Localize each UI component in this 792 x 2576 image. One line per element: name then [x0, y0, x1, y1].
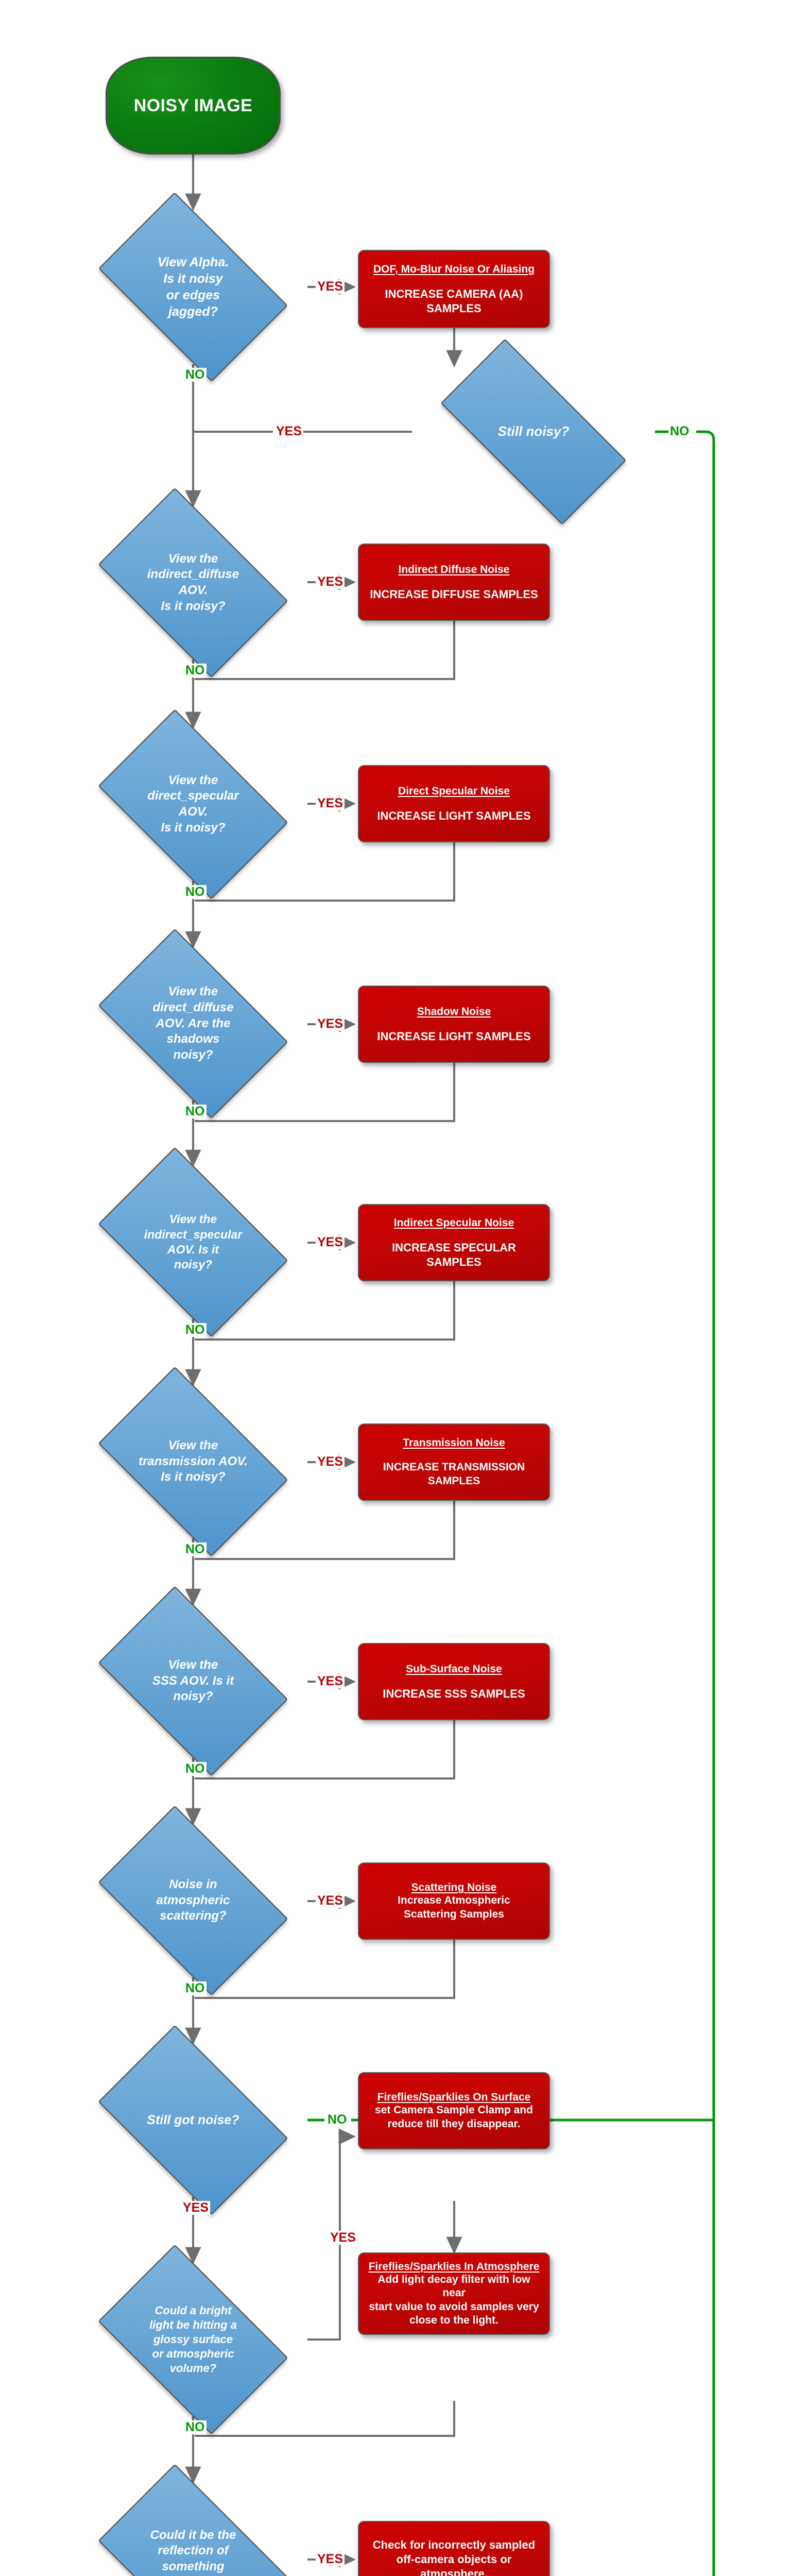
action-title: Direct Specular Noise — [398, 785, 510, 797]
action-scattering-samples[interactable]: Scattering Noise Increase Atmospheric Sc… — [358, 1862, 550, 1940]
decision-label: View the direct_specular AOV. Is it nois… — [147, 773, 239, 835]
decision-label: View Alpha. Is it noisy or edges jagged? — [157, 255, 229, 319]
action-body: INCREASE DIFFUSE SAMPLES — [370, 587, 538, 601]
decision-direct-diffuse-shadows[interactable]: View the direct_diffuse AOV. Are the sha… — [80, 928, 306, 1119]
action-sss-samples[interactable]: Sub-Surface Noise INCREASE SSS SAMPLES — [358, 1643, 550, 1720]
edge-label-no: NO — [184, 1981, 206, 1995]
action-fireflies-in-atmosphere[interactable]: Fireflies/Sparklies In Atmosphere Add li… — [358, 2252, 550, 2335]
action-body: INCREASE SPECULAR SAMPLES — [392, 1241, 516, 1268]
edge-label-no: NO — [326, 2113, 349, 2127]
action-aa-samples[interactable]: DOF, Mo-Blur Noise Or Aliasing INCREASE … — [358, 250, 550, 328]
action-body: set Camera Sample Clamp and reduce till … — [375, 2104, 533, 2130]
edge-label-no: NO — [184, 2420, 206, 2434]
edge-label-no: NO — [184, 1543, 206, 1556]
decision-transmission[interactable]: View the transmission AOV. Is it noisy? — [80, 1366, 306, 1557]
decision-label: View the SSS AOV. Is it noisy? — [152, 1657, 234, 1704]
action-title: Transmission Noise — [403, 1436, 505, 1449]
decision-label: Noise in atmospheric scattering? — [156, 1877, 230, 1923]
action-body: INCREASE SSS SAMPLES — [383, 1687, 525, 1700]
decision-indirect-specular[interactable]: View the indirect_specular AOV. Is it no… — [80, 1147, 306, 1337]
decision-atmospheric-scattering[interactable]: Noise in atmospheric scattering? — [80, 1805, 306, 1996]
action-title: Fireflies/Sparklies In Atmosphere — [368, 2260, 540, 2273]
edge-label-no: NO — [184, 664, 206, 677]
edge-label-no: NO — [184, 1105, 206, 1118]
action-check-offcamera[interactable]: Check for incorrectly sampled off-camera… — [358, 2521, 550, 2576]
action-title: Indirect Specular Noise — [393, 1216, 514, 1229]
decision-label: Could a bright light be hitting a glossy… — [149, 2303, 237, 2375]
edge-label-yes: YES — [316, 796, 345, 810]
action-body: INCREASE LIGHT SAMPLES — [377, 1029, 531, 1043]
decision-offcamera-reflection[interactable]: Could it be the reflection of something … — [80, 2464, 306, 2576]
action-title: Indirect Diffuse Noise — [398, 563, 510, 575]
edge-label-yes: YES — [316, 1674, 345, 1688]
decision-label: View the indirect_specular AOV. Is it no… — [144, 1212, 243, 1272]
edge-label-yes: YES — [329, 2231, 358, 2245]
decision-direct-specular[interactable]: View the direct_specular AOV. Is it nois… — [80, 709, 306, 900]
edge-label-yes: YES — [316, 1017, 345, 1031]
decision-indirect-diffuse[interactable]: View the indirect_diffuse AOV. Is it noi… — [80, 487, 306, 678]
action-body: Add light decay filter with low near sta… — [369, 2273, 539, 2327]
action-body: INCREASE LIGHT SAMPLES — [377, 809, 531, 822]
action-body: Check for incorrectly sampled off-camera… — [372, 2538, 536, 2576]
edge-label-yes: YES — [316, 575, 345, 589]
action-title: Fireflies/Sparklies On Surface — [377, 2091, 531, 2103]
decision-still-got-noise-1[interactable]: Still got noise? — [80, 2025, 306, 2215]
start-node-noisy-image[interactable]: NOISY IMAGE — [106, 57, 281, 155]
edge-label-no: NO — [668, 425, 691, 438]
decision-label: Still noisy? — [497, 423, 570, 439]
edge-label-yes: YES — [316, 1235, 345, 1249]
action-title: DOF, Mo-Blur Noise Or Aliasing — [373, 263, 535, 275]
decision-bright-light-glossy[interactable]: Could a bright light be hitting a glossy… — [80, 2244, 306, 2435]
edge-label-no: NO — [184, 885, 206, 899]
action-light-samples-shadow[interactable]: Shadow Noise INCREASE LIGHT SAMPLES — [358, 986, 550, 1063]
action-body: INCREASE TRANSMISSION SAMPLES — [383, 1461, 525, 1487]
start-label: NOISY IMAGE — [133, 95, 253, 115]
edge-label-yes: YES — [316, 2552, 345, 2566]
edge-label-yes: YES — [316, 1894, 345, 1908]
action-body: Increase Atmospheric Scattering Samples — [398, 1894, 510, 1920]
action-diffuse-samples[interactable]: Indirect Diffuse Noise INCREASE DIFFUSE … — [358, 544, 550, 621]
edge-label-yes: YES — [316, 280, 345, 294]
decision-label: View the transmission AOV. Is it noisy? — [139, 1438, 248, 1484]
edge-label-no: NO — [184, 1323, 206, 1337]
decision-label: View the indirect_diffuse AOV. Is it noi… — [147, 551, 239, 613]
action-light-samples-specular[interactable]: Direct Specular Noise INCREASE LIGHT SAM… — [358, 765, 550, 842]
decision-sss[interactable]: View the SSS AOV. Is it noisy? — [80, 1586, 306, 1776]
decision-label: Still got noise? — [147, 2113, 239, 2127]
edge-label-no: NO — [184, 368, 206, 382]
action-body: INCREASE CAMERA (AA) SAMPLES — [385, 287, 523, 315]
action-specular-samples[interactable]: Indirect Specular Noise INCREASE SPECULA… — [358, 1204, 550, 1281]
edge-label-yes: YES — [316, 1455, 345, 1469]
edge-label-yes: YES — [274, 425, 304, 438]
decision-view-alpha[interactable]: View Alpha. Is it noisy or edges jagged? — [80, 192, 306, 382]
decision-label: View the direct_diffuse AOV. Are the sha… — [152, 985, 234, 1062]
action-title: Sub-Surface Noise — [406, 1663, 502, 1675]
decision-still-noisy-1[interactable]: Still noisy? — [412, 338, 655, 525]
action-title: Scattering Noise — [411, 1881, 497, 1893]
edge-label-no: NO — [184, 1762, 206, 1776]
edge-label-yes: YES — [181, 2201, 211, 2215]
action-fireflies-on-surface[interactable]: Fireflies/Sparklies On Surface set Camer… — [358, 2072, 550, 2149]
action-transmission-samples[interactable]: Transmission Noise INCREASE TRANSMISSION… — [358, 1423, 550, 1501]
decision-label: Could it be the reflection of something … — [150, 2528, 236, 2576]
action-title: Shadow Noise — [417, 1005, 491, 1018]
